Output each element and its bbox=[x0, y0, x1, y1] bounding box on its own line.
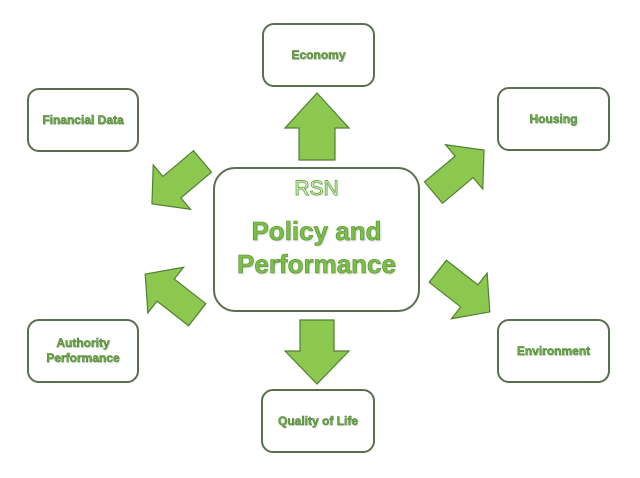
arrow-to-financial-data bbox=[151, 149, 213, 211]
node-financial-data[interactable]: Financial Data bbox=[27, 88, 139, 152]
arrow-to-housing bbox=[423, 143, 485, 205]
arrow-to-economy bbox=[283, 92, 351, 161]
center-node[interactable]: RSN Policy and Performance bbox=[213, 167, 420, 312]
node-housing[interactable]: Housing bbox=[497, 87, 610, 151]
center-org-label: RSN bbox=[294, 177, 339, 201]
node-housing-label: Housing bbox=[529, 111, 578, 126]
arrow-to-environment bbox=[428, 259, 491, 320]
center-title-label: Policy and Performance bbox=[237, 216, 397, 280]
node-authority-performance[interactable]: Authority Performance bbox=[27, 319, 139, 383]
node-economy[interactable]: Economy bbox=[262, 23, 375, 87]
node-environment[interactable]: Environment bbox=[497, 319, 610, 383]
node-environment-label: Environment bbox=[516, 343, 591, 358]
node-quality-of-life-label: Quality of Life bbox=[277, 413, 358, 428]
arrow-to-authority-performance bbox=[144, 266, 207, 327]
node-quality-of-life[interactable]: Quality of Life bbox=[261, 389, 375, 453]
arrow-to-quality-of-life bbox=[283, 319, 351, 385]
node-financial-data-label: Financial Data bbox=[42, 112, 124, 127]
node-authority-performance-label: Authority Performance bbox=[46, 336, 120, 365]
node-economy-label: Economy bbox=[291, 47, 346, 62]
